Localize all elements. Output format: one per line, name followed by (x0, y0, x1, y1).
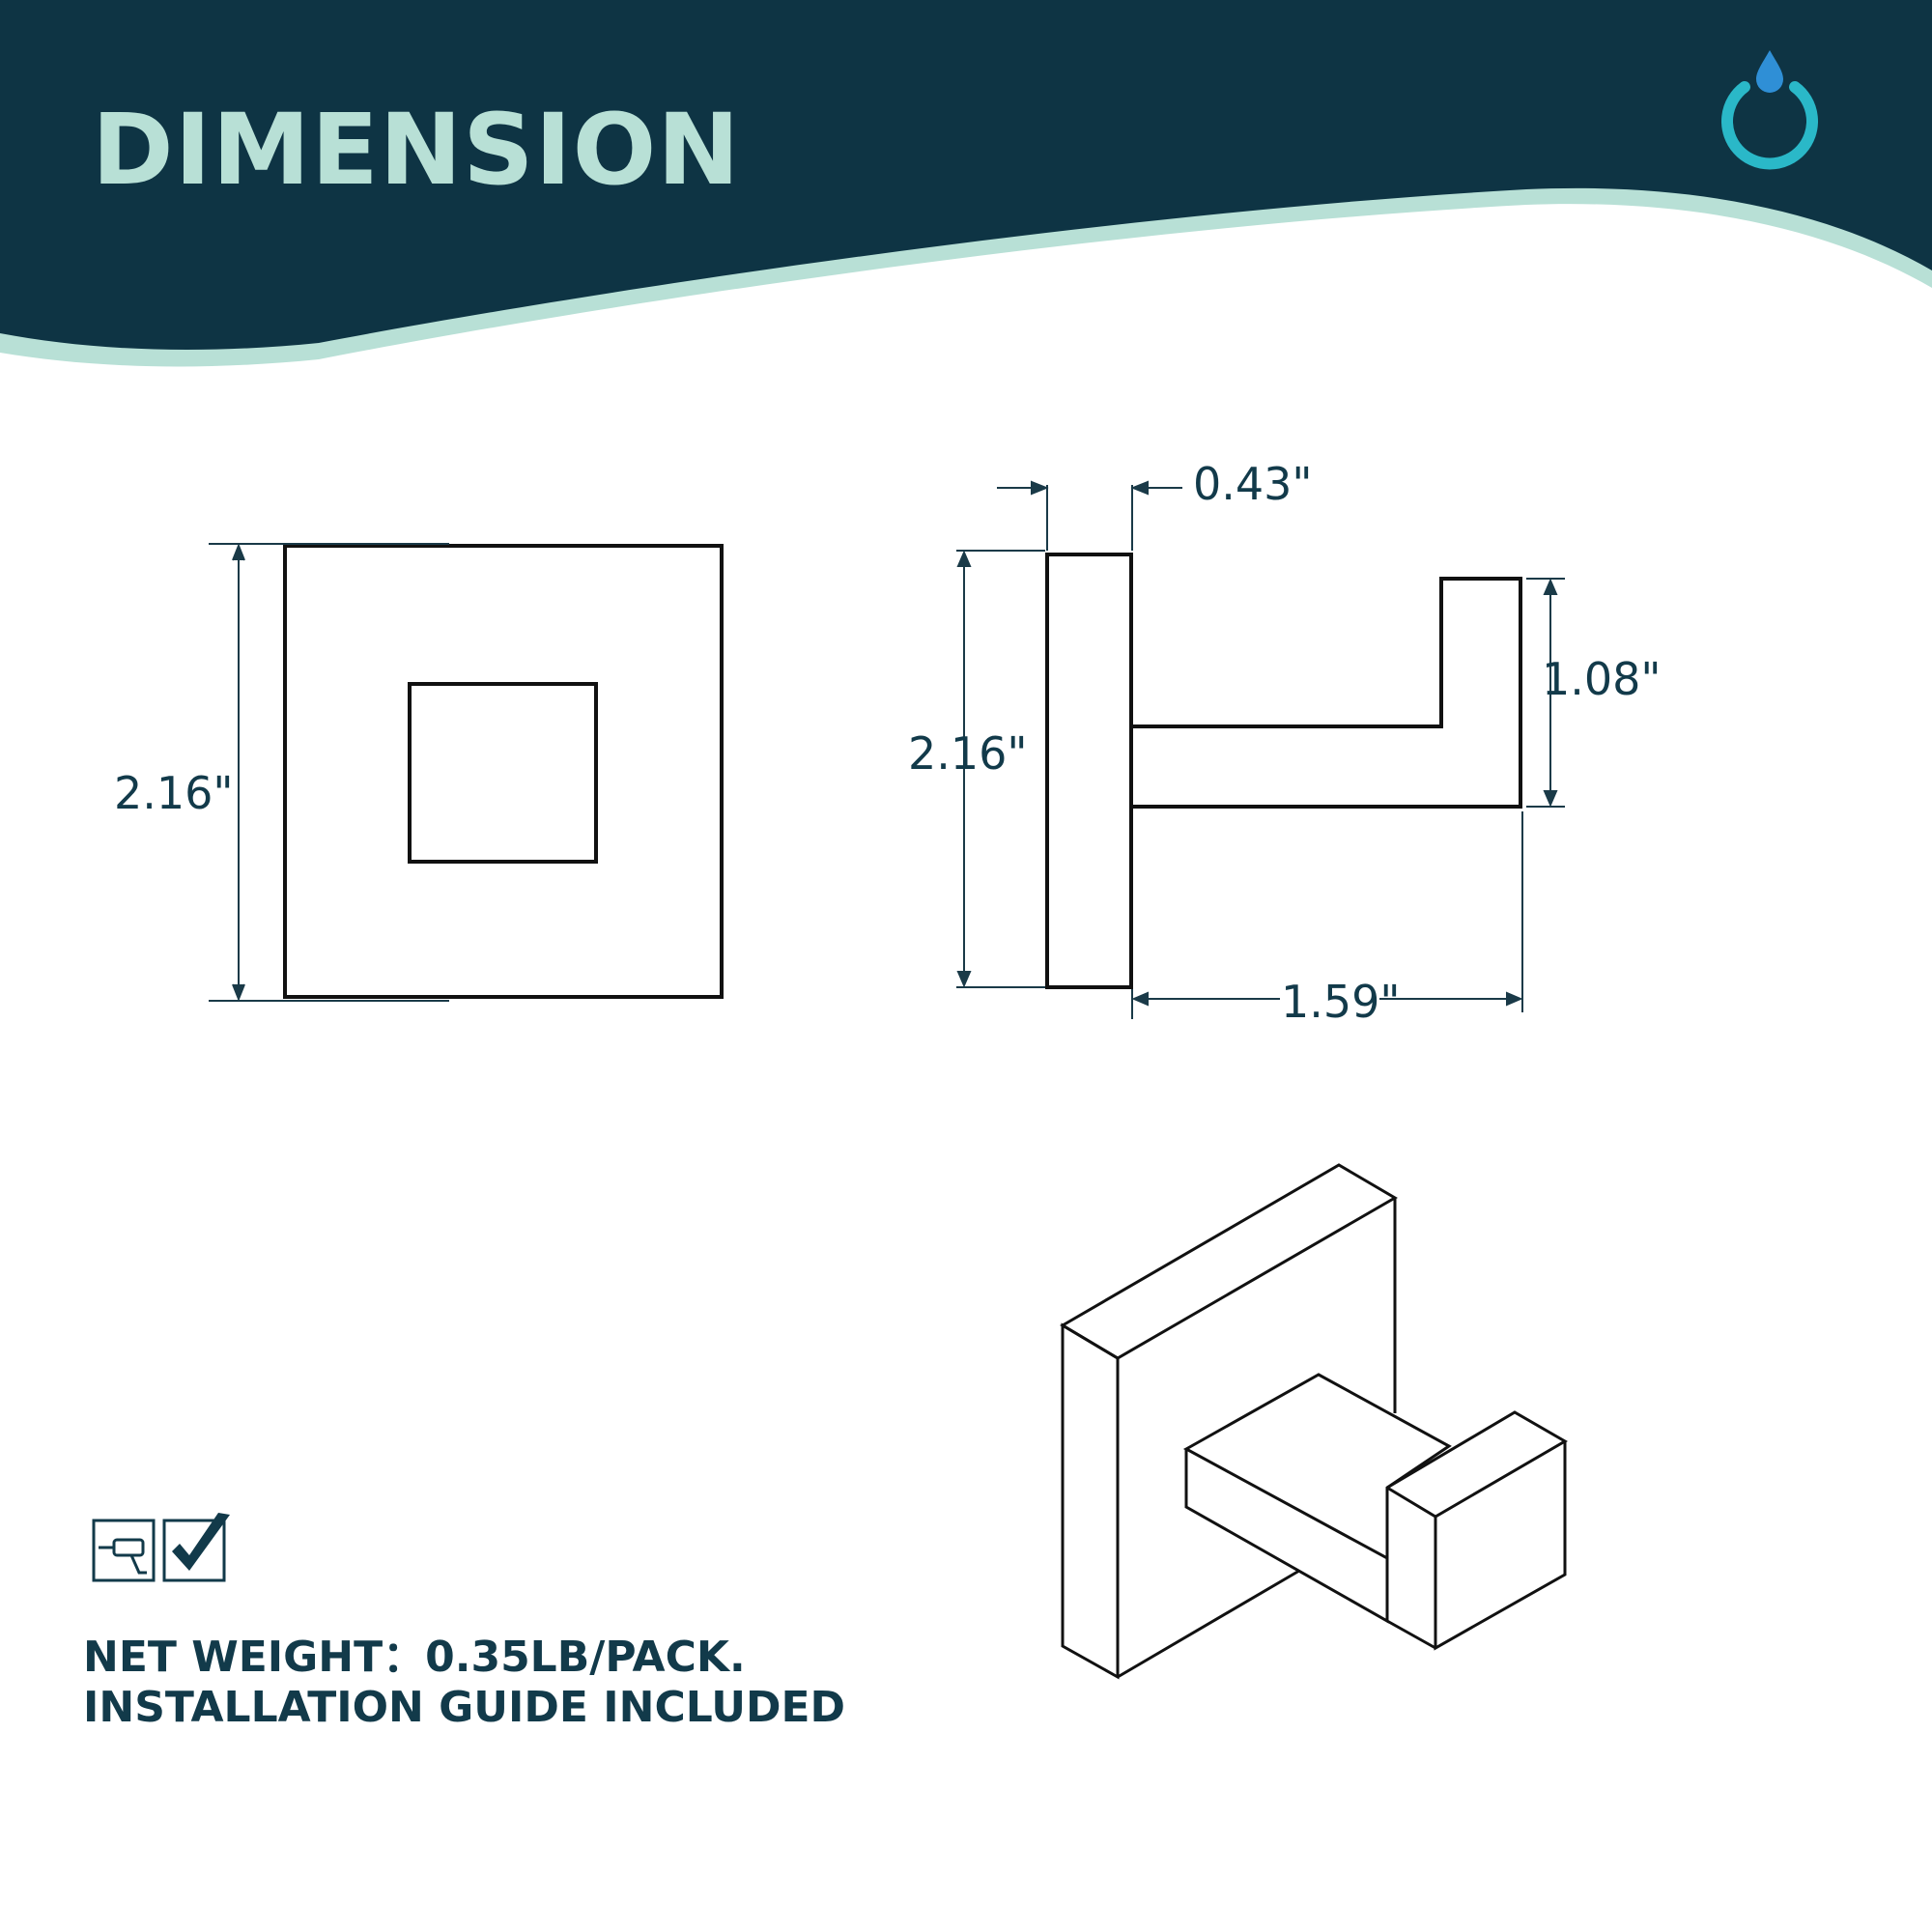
header-band (0, 0, 1932, 351)
front-height-dimension (209, 543, 449, 1002)
front-hook-square (408, 682, 598, 864)
net-weight-text: NET WEIGHT：0.35LB/PACK. (83, 1633, 746, 1682)
brand-logo-icon (1721, 50, 1818, 170)
side-view (1045, 553, 1522, 989)
side-dimensions (956, 480, 1565, 1019)
front-view (283, 544, 724, 999)
side-plate-outline (1045, 553, 1133, 989)
projection-label: 1.59" (1281, 976, 1401, 1028)
front-height-label: 2.16" (114, 767, 234, 819)
installation-guide-text: INSTALLATION GUIDE INCLUDED (83, 1683, 846, 1732)
isometric-view (1060, 1163, 1568, 1680)
front-plate-outline (283, 544, 724, 999)
checkmark-icon (162, 1513, 230, 1582)
drill-icon (92, 1519, 156, 1582)
hook-height-label: 1.08" (1542, 653, 1662, 705)
side-depth-label: 0.43" (1193, 458, 1313, 510)
side-hook-outline (1131, 577, 1522, 809)
page-title: DIMENSION (92, 93, 741, 208)
side-height-label: 2.16" (908, 727, 1028, 780)
